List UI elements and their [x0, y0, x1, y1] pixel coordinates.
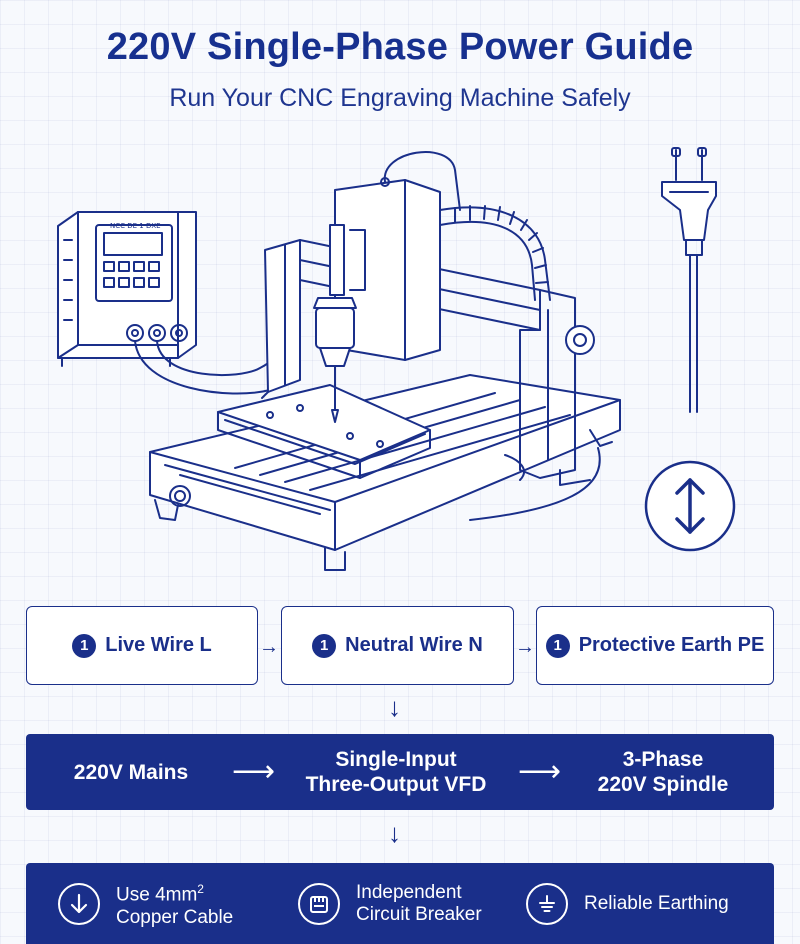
- step-badge: 1: [545, 633, 570, 658]
- step-badge: 1: [72, 633, 97, 658]
- flow-vfd: Single-Input Three-Output VFD: [305, 748, 487, 796]
- flow-spindle: 3-Phase 220V Spindle: [597, 748, 729, 796]
- cnc-engraving-machine-icon: [149, 151, 621, 571]
- tip-earthing: Reliable Earthing: [526, 863, 729, 944]
- down-arrow-icon: ↓: [388, 692, 401, 722]
- tip-circuit-breaker: Independent Circuit Breaker: [298, 863, 482, 944]
- up-down-arrow-icon: [644, 460, 736, 552]
- controller-display-text: NCC DE 1 DXE: [110, 222, 161, 230]
- circuit-breaker-icon: [298, 882, 340, 925]
- page-subtitle: Run Your CNC Engraving Machine Safely: [169, 84, 631, 112]
- power-flow-band: 220V Mains ⟶ Single-Input Three-Output V…: [26, 734, 774, 810]
- right-arrow-icon: →: [259, 636, 279, 658]
- hero-illustration: NCC DE 1 DXE: [57, 147, 736, 571]
- tip-label-earthing: Reliable Earthing: [584, 892, 729, 914]
- wire-box-live: 1 Live Wire L: [26, 606, 258, 685]
- wire-box-neutral: 1 Neutral Wire N: [281, 606, 514, 685]
- earthing-icon: [526, 882, 568, 925]
- power-plug-icon: [661, 147, 717, 413]
- page-title: 220V Single-Phase Power Guide: [106, 26, 694, 68]
- down-arrow-icon: ↓: [388, 818, 401, 848]
- wire-label-neutral: Neutral Wire N: [345, 634, 483, 656]
- right-arrow-icon: ⟶: [232, 755, 276, 788]
- flow-mains: 220V Mains: [73, 760, 189, 784]
- wire-box-earth: 1 Protective Earth PE: [536, 606, 774, 685]
- wire-label-earth: Protective Earth PE: [578, 634, 765, 656]
- tip-label-breaker: Independent Circuit Breaker: [356, 881, 482, 925]
- wire-label-live: Live Wire L: [105, 634, 212, 656]
- down-arrow-circle-icon: [58, 882, 100, 925]
- right-arrow-icon: →: [515, 636, 535, 658]
- step-badge: 1: [312, 633, 337, 658]
- right-arrow-icon: ⟶: [518, 755, 562, 788]
- vfd-controller-icon: NCC DE 1 DXE: [57, 211, 301, 395]
